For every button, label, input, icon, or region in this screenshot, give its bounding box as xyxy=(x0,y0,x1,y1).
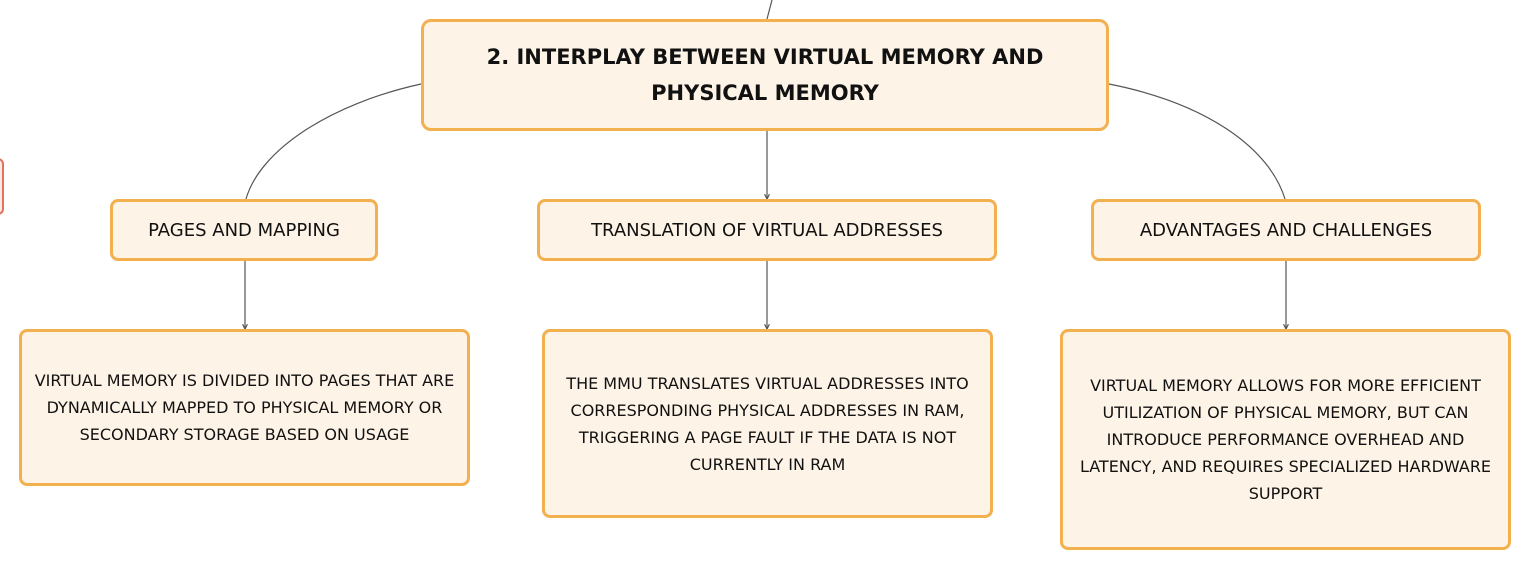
root-node[interactable]: 2. INTERPLAY BETWEEN VIRTUAL MEMORY AND … xyxy=(421,19,1109,131)
connector-root-to-advantages xyxy=(1108,83,1286,200)
detail-node-text: THE MMU TRANSLATES VIRTUAL ADDRESSES INT… xyxy=(566,373,969,474)
detail-node-pages-and-mapping[interactable]: VIRTUAL MEMORY IS DIVIDED INTO PAGES THA… xyxy=(19,329,470,486)
detail-node-text: VIRTUAL MEMORY IS DIVIDED INTO PAGES THA… xyxy=(34,371,455,444)
topic-node-label: ADVANTAGES AND CHALLENGES xyxy=(1139,219,1433,241)
topic-node-translation-of-virtual-addresses[interactable]: TRANSLATION OF VIRTUAL ADDRESSES xyxy=(537,199,997,261)
topic-node-label: PAGES AND MAPPING xyxy=(148,219,340,241)
detail-node-text: VIRTUAL MEMORY ALLOWS FOR MORE EFFICIENT… xyxy=(1079,376,1492,503)
root-node-label: 2. INTERPLAY BETWEEN VIRTUAL MEMORY AND … xyxy=(486,45,1044,105)
parent-connector xyxy=(766,0,773,20)
topic-node-label: TRANSLATION OF VIRTUAL ADDRESSES xyxy=(591,219,943,241)
detail-node-translation-of-virtual-addresses[interactable]: THE MMU TRANSLATES VIRTUAL ADDRESSES INT… xyxy=(542,329,993,518)
detail-node-advantages-and-challenges[interactable]: VIRTUAL MEMORY ALLOWS FOR MORE EFFICIENT… xyxy=(1060,329,1511,550)
topic-node-advantages-and-challenges[interactable]: ADVANTAGES AND CHALLENGES xyxy=(1091,199,1481,261)
topic-node-pages-and-mapping[interactable]: PAGES AND MAPPING xyxy=(110,199,378,261)
connector-root-to-pages xyxy=(245,83,422,200)
offscreen-node-edge[interactable] xyxy=(0,158,4,215)
